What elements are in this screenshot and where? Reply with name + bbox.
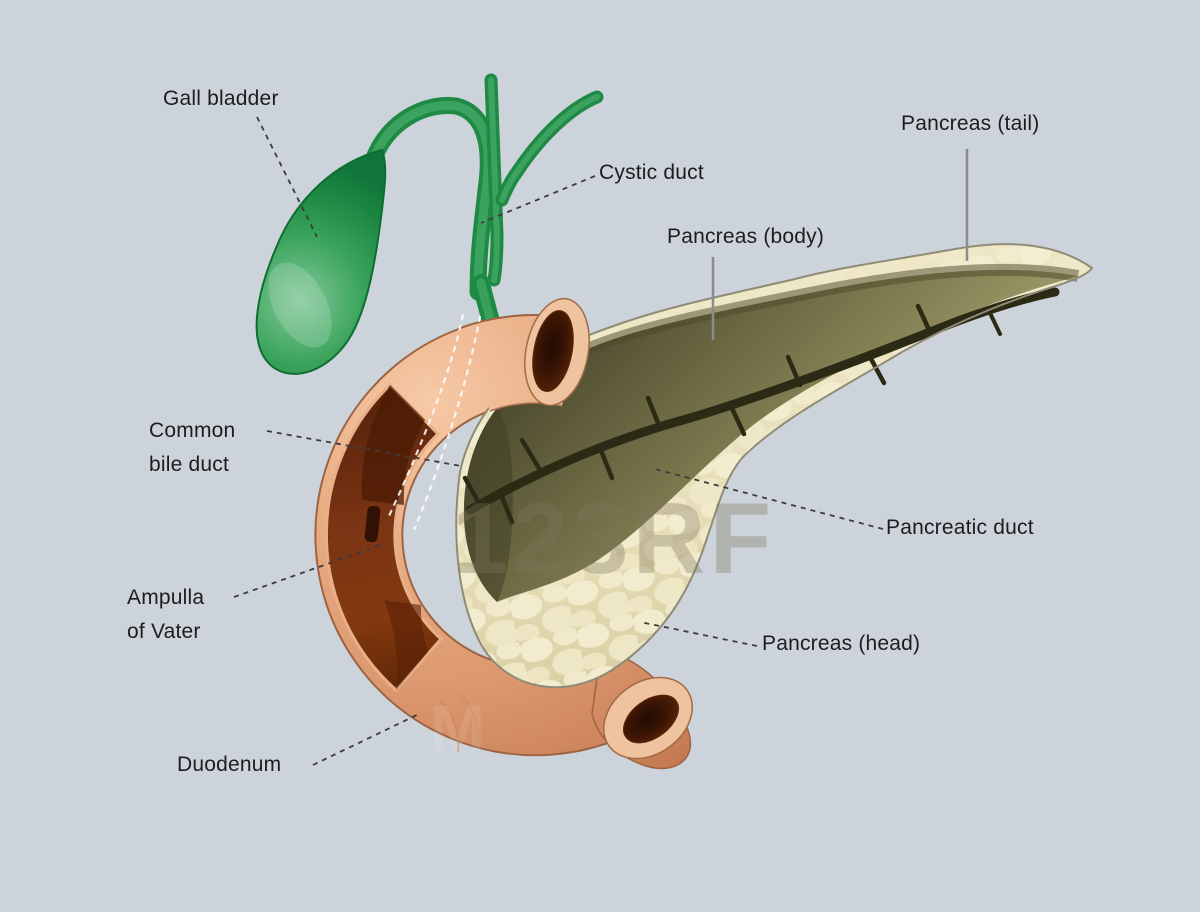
gall-bladder-highlight <box>268 262 332 348</box>
gall-bladder-shape <box>255 148 387 375</box>
label-gall-bladder: Gall bladder <box>163 87 279 110</box>
stock-watermark: 123RF <box>452 483 776 595</box>
label-common-bile-duct: Common bile duct <box>149 419 236 476</box>
label-cystic-duct: Cystic duct <box>599 161 704 184</box>
leader-duodenum <box>312 712 422 766</box>
ampulla-opening <box>364 505 381 543</box>
leader-pancreas-head <box>639 621 758 647</box>
leader-lines <box>233 116 884 766</box>
leader-common-bile-duct <box>266 430 462 467</box>
leader-gall-bladder <box>256 116 318 238</box>
biliary-ducts <box>255 73 604 375</box>
label-pancreas-tail: Pancreas (tail) <box>901 112 1040 135</box>
label-pancreas-body: Pancreas (body) <box>667 225 825 248</box>
leader-cystic-duct <box>480 175 596 224</box>
label-duodenum: Duodenum <box>177 753 282 776</box>
hidden-bile-duct-path <box>387 313 482 531</box>
leader-lines-solid <box>711 149 969 340</box>
label-ampulla-of-vater: Ampulla of Vater <box>127 586 205 643</box>
pancreas-cut-surface <box>463 269 1078 602</box>
label-pancreatic-duct: Pancreatic duct <box>886 516 1034 539</box>
duodenum-bottom-opening <box>603 676 693 760</box>
duodenum-top-opening <box>524 297 590 407</box>
hepatic-duct-branch <box>495 90 604 207</box>
stock-watermark-fragment: M <box>430 691 485 765</box>
label-pancreas-head: Pancreas (head) <box>762 632 921 655</box>
pancreas-shape <box>455 243 1094 689</box>
